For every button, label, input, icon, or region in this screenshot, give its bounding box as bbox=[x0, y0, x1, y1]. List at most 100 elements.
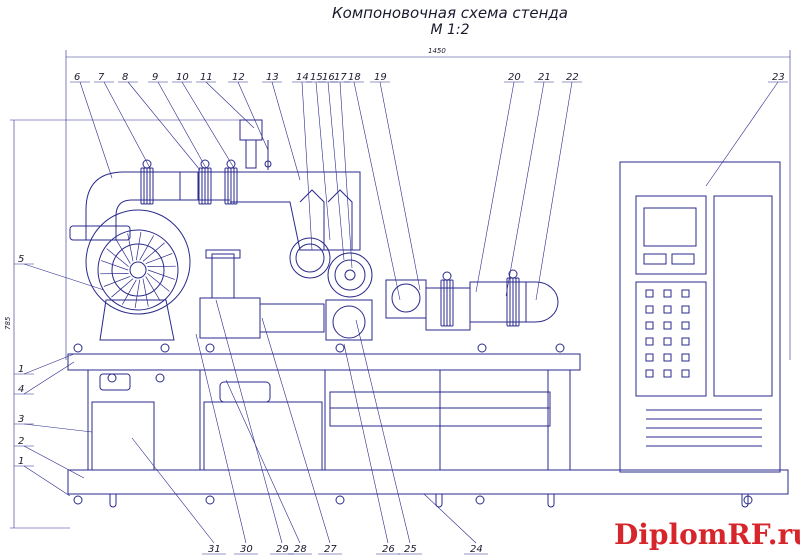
control-cabinet-23 bbox=[619, 161, 781, 473]
sensor-stem-11 bbox=[245, 139, 257, 169]
leader-14 bbox=[301, 81, 313, 251]
callout-1: 1 bbox=[18, 456, 24, 467]
callout-21: 21 bbox=[538, 72, 551, 83]
leader-22 bbox=[535, 81, 573, 301]
blower-blade bbox=[139, 235, 155, 261]
leader-10 bbox=[181, 81, 235, 169]
cabinet-button bbox=[645, 289, 654, 298]
clamp-bolt bbox=[226, 159, 236, 169]
clamp-bolt bbox=[200, 159, 210, 169]
gauge-17-inner bbox=[334, 259, 366, 291]
main-duct-13 bbox=[230, 171, 361, 251]
callout-23: 23 bbox=[772, 72, 785, 83]
callout-26: 26 bbox=[382, 544, 395, 555]
callout-7: 7 bbox=[98, 72, 105, 83]
cabinet-button bbox=[645, 321, 654, 330]
callout-9: 9 bbox=[152, 72, 158, 83]
blower-blade bbox=[103, 276, 131, 287]
leader-28 bbox=[225, 379, 301, 544]
dim-height-text: 785 bbox=[4, 316, 12, 330]
callout-5: 5 bbox=[18, 254, 24, 265]
callout-20: 20 bbox=[508, 72, 521, 83]
cabinet-display bbox=[643, 207, 697, 247]
connector-20 bbox=[425, 287, 471, 331]
reservoir-block-31 bbox=[91, 401, 155, 471]
blower-blade bbox=[134, 279, 141, 308]
clamp-10 bbox=[224, 159, 238, 205]
clamp-21 bbox=[506, 269, 520, 327]
cabinet-button bbox=[681, 369, 690, 378]
valve-box-25 bbox=[325, 299, 373, 341]
callout-2: 2 bbox=[18, 436, 24, 447]
reducer-cap bbox=[205, 249, 241, 259]
blower-blade bbox=[121, 279, 137, 305]
gauge-14-inner bbox=[295, 243, 325, 273]
base-frame-lower bbox=[67, 469, 789, 495]
leader-20 bbox=[475, 81, 515, 293]
lower-block-28 bbox=[203, 401, 323, 471]
leader-27 bbox=[261, 317, 331, 544]
blower-blade bbox=[145, 253, 173, 264]
motor-stand bbox=[99, 299, 175, 341]
blower-wheel-inner bbox=[111, 243, 165, 297]
blower-blade bbox=[142, 242, 165, 262]
fitting-29 bbox=[219, 381, 271, 403]
blower-blades bbox=[100, 232, 176, 308]
leader-17 bbox=[339, 81, 353, 269]
blower-blade bbox=[145, 276, 161, 302]
cabinet-button bbox=[663, 305, 672, 314]
pipe-sleeve-8 bbox=[179, 171, 199, 201]
callout-4: 4 bbox=[18, 384, 24, 395]
cabinet-button bbox=[663, 321, 672, 330]
cabinet-button bbox=[663, 337, 672, 346]
cabinet-vents bbox=[646, 409, 762, 447]
pump-body-30 bbox=[199, 297, 261, 339]
clamp-ring bbox=[449, 279, 454, 327]
callout-18: 18 bbox=[348, 72, 361, 83]
leader-21 bbox=[505, 81, 545, 297]
clamp-ring bbox=[149, 167, 154, 205]
leader-13 bbox=[271, 81, 301, 181]
fitting-4 bbox=[99, 373, 131, 391]
intake-elbow-outer bbox=[85, 171, 230, 240]
callout-1: 1 bbox=[18, 364, 24, 375]
blower-blade bbox=[115, 238, 131, 264]
callout-31: 31 bbox=[208, 544, 221, 555]
callout-8: 8 bbox=[122, 72, 128, 83]
dim-width-text: 1450 bbox=[428, 47, 446, 55]
gauge-14-outer bbox=[289, 237, 331, 279]
leader-25 bbox=[355, 319, 411, 544]
clamp-ring bbox=[207, 167, 212, 205]
leader-8 bbox=[127, 81, 201, 171]
callout-25: 25 bbox=[404, 544, 417, 555]
cabinet-panel-left bbox=[635, 195, 707, 275]
callout-10: 10 bbox=[176, 72, 189, 83]
leader-30 bbox=[195, 333, 247, 544]
blower-blade bbox=[101, 260, 129, 271]
lower-beam-26 bbox=[329, 391, 551, 427]
callout-30: 30 bbox=[240, 544, 253, 555]
cabinet-buttons bbox=[645, 289, 690, 378]
leader-24 bbox=[423, 493, 477, 544]
leader-7 bbox=[103, 81, 151, 169]
callout-29: 29 bbox=[276, 544, 289, 555]
callout-15: 15 bbox=[310, 72, 323, 83]
clamp-bolt bbox=[442, 271, 452, 281]
leader-3 bbox=[23, 423, 93, 433]
blower-blade bbox=[135, 232, 142, 261]
leader-6 bbox=[79, 81, 113, 179]
leader-16 bbox=[327, 81, 345, 261]
cabinet-button bbox=[681, 289, 690, 298]
clamp-20 bbox=[440, 271, 454, 327]
callout-22: 22 bbox=[566, 72, 579, 83]
leader-15 bbox=[315, 81, 331, 241]
cabinet-button bbox=[681, 353, 690, 362]
callout-12: 12 bbox=[232, 72, 245, 83]
leader-4 bbox=[23, 361, 75, 395]
frame-bolts bbox=[73, 343, 753, 505]
leader-5 bbox=[23, 263, 105, 291]
leader-23 bbox=[705, 81, 779, 187]
